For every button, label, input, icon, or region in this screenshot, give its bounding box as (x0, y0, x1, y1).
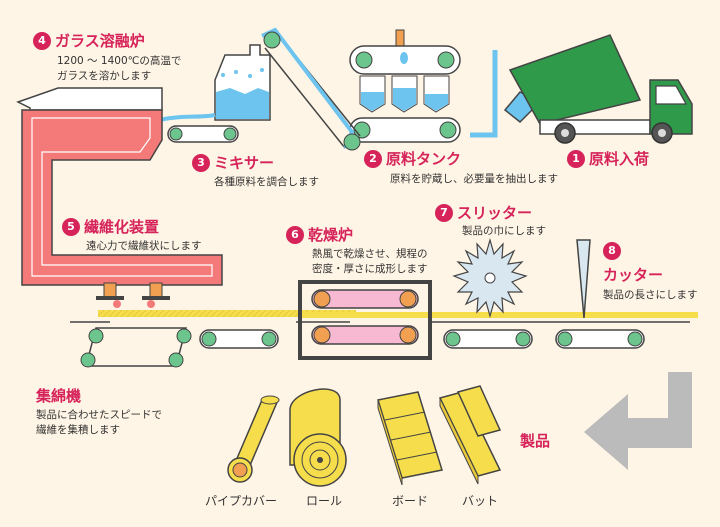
slitter-saw-icon (452, 237, 528, 319)
collector-label: 集綿機 (36, 387, 82, 405)
step-4-desc: 1200 ～ 1400℃の高温で ガラスを溶かします (57, 55, 182, 82)
step-8-title: カッター (603, 266, 664, 284)
products-heading: 製品 (520, 432, 551, 450)
feed-pipe (470, 50, 498, 138)
product-arrow-icon (584, 372, 692, 470)
product-label-board: ボード (392, 494, 429, 508)
batt-icon (438, 385, 502, 485)
dryer-oven (298, 280, 432, 360)
step-8-desc: 製品の長さにします (603, 289, 698, 301)
step-6-desc: 熱風で乾燥させ、規程の 密度・厚さに成形します (312, 248, 428, 275)
conveyor-c (443, 329, 533, 349)
step-2-desc: 原料を貯蔵し、必要量を抽出します (390, 173, 558, 185)
step-7-desc: 製品の巾にします (462, 225, 546, 237)
collector-conveyor (80, 327, 192, 368)
glass-furnace (16, 87, 223, 308)
step-5-desc: 遠心力で繊維状にします (86, 240, 202, 252)
raw-material-tank (349, 29, 461, 143)
board-icon (377, 391, 443, 486)
pipe-cover-icon (227, 395, 280, 483)
mixer (159, 44, 271, 143)
product-label-roll: ロール (306, 494, 343, 508)
step-3-desc: 各種原料を調合します (214, 176, 319, 188)
collector-desc: 製品に合わせたスピードで 繊維を集積します (36, 409, 162, 436)
conveyor-d (555, 329, 645, 349)
conveyor-b (199, 329, 279, 349)
inclined-conveyor (261, 27, 361, 151)
product-label-pipe-cover: パイプカバー (205, 494, 278, 508)
truck (503, 34, 693, 144)
roll-icon (289, 388, 347, 487)
product-label-batt: バット (462, 494, 499, 508)
glasswool-mat-2 (300, 312, 698, 318)
cutter-blade-icon (576, 239, 591, 319)
glasswool-mat (98, 310, 356, 317)
step-8-label: 8 (603, 242, 625, 260)
